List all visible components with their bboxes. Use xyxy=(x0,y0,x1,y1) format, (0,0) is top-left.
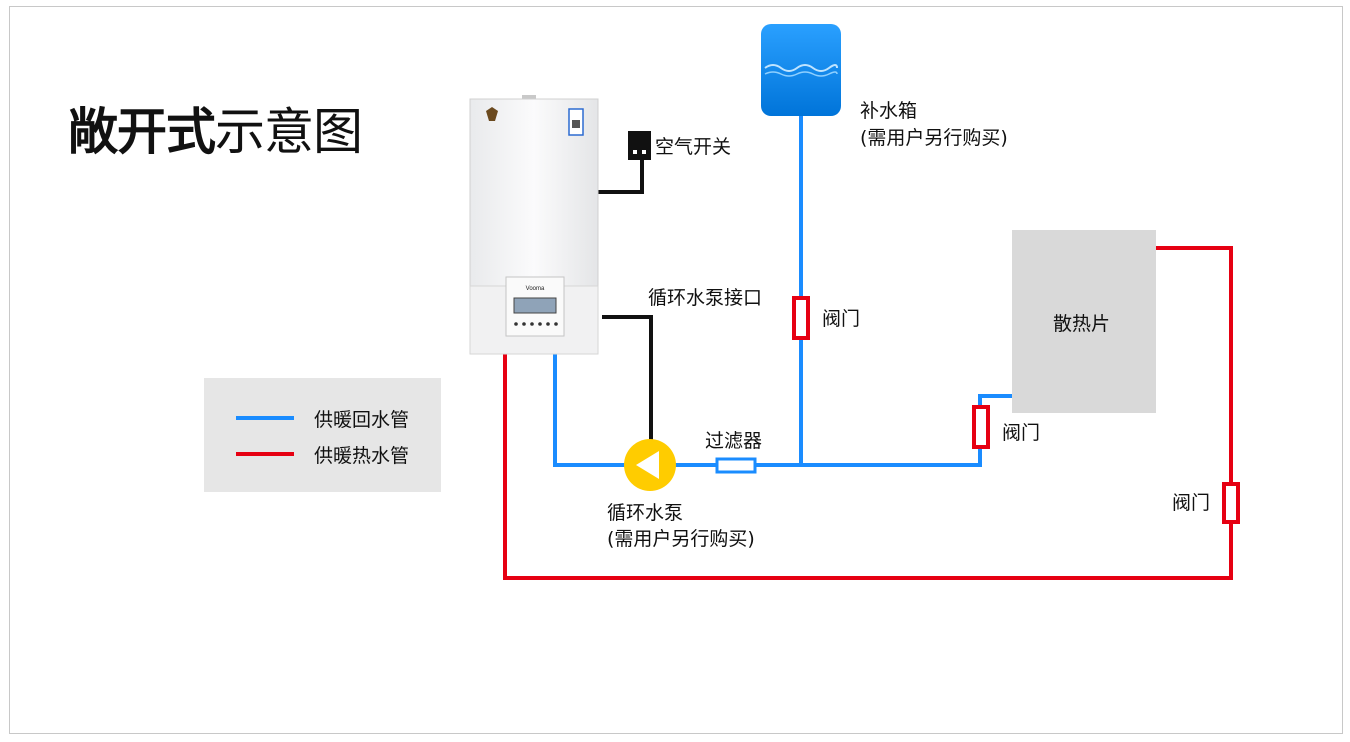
water-tank-note: (需用户另行购买) xyxy=(860,127,1008,149)
diagram-title: 敞开式示意图 xyxy=(68,103,363,161)
legend-label-supply: 供暖热水管 xyxy=(314,444,410,467)
return-pipe-boiler xyxy=(553,352,625,467)
air-switch-label: 空气开关 xyxy=(655,136,732,158)
valve-icon-radiator-inlet xyxy=(972,405,990,449)
return-pipe-swatch xyxy=(236,416,294,420)
valve-label-supply-line: 阀门 xyxy=(1172,492,1211,514)
valve-icon-supply-line xyxy=(1222,482,1240,524)
air-switch-icon xyxy=(628,131,651,160)
supply-pipe xyxy=(503,246,1233,580)
air-switch-cable xyxy=(598,158,644,194)
legend-label-return: 供暖回水管 xyxy=(314,408,410,431)
valve-icon-tank-line xyxy=(792,296,810,340)
pump-note: (需用户另行购买) xyxy=(607,528,755,550)
legend: 供暖回水管 供暖热水管 xyxy=(204,378,441,492)
water-tank-label: 补水箱 xyxy=(860,100,918,122)
pump-label: 循环水泵 xyxy=(607,502,684,524)
water-tank-icon xyxy=(761,24,841,116)
pump-port-label: 循环水泵接口 xyxy=(648,287,763,309)
boiler-icon xyxy=(469,95,599,355)
legend-item-supply: 供暖热水管 xyxy=(236,441,409,467)
boiler-brand: Vooma xyxy=(526,286,545,292)
valve-label-radiator-inlet: 阀门 xyxy=(1002,422,1041,444)
legend-item-return: 供暖回水管 xyxy=(236,405,409,431)
slide-frame xyxy=(9,6,1343,734)
radiator-icon xyxy=(1012,230,1156,413)
radiator-label: 散热片 xyxy=(1053,313,1111,335)
pump-port-cable xyxy=(602,315,653,443)
circulation-pump-icon xyxy=(624,439,676,491)
valve-label-tank-line: 阀门 xyxy=(822,308,861,330)
filter-label: 过滤器 xyxy=(705,430,763,452)
supply-pipe-swatch xyxy=(236,452,294,456)
filter-icon xyxy=(715,457,757,474)
